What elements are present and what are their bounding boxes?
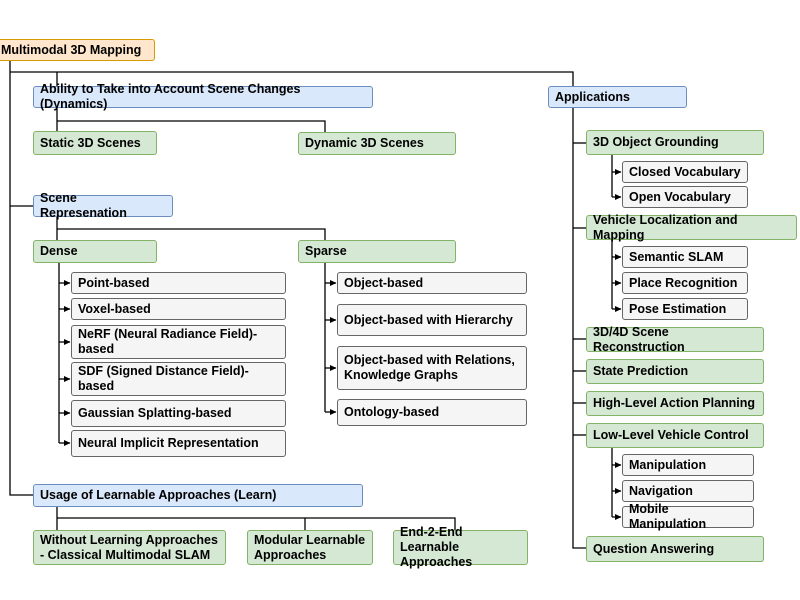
learn-item-modular: Modular Learnable Approaches: [247, 530, 373, 565]
localization-item-pose-estimation: Pose Estimation: [622, 298, 748, 320]
app-vehicle-control-node: Low-Level Vehicle Control: [586, 423, 764, 448]
grounding-item-closed: Closed Vocabulary: [622, 161, 748, 183]
sparse-item-hierarchy: Object-based with Hierarchy: [337, 304, 527, 336]
dense-item-gaussian: Gaussian Splatting-based: [71, 400, 286, 427]
app-qa-node: Question Answering: [586, 536, 764, 562]
control-item-mobile-manipulation: Mobile Manipulation: [622, 502, 754, 531]
sparse-item-ontology: Ontology-based: [337, 399, 527, 426]
connector-line: [9, 61, 33, 496]
learn-item-end2end: End-2-End Learnable Approaches: [393, 525, 528, 569]
control-item-navigation: Navigation: [622, 480, 754, 502]
localization-item-semantic-slam: Semantic SLAM: [622, 246, 748, 268]
learn-node: Usage of Learnable Approaches (Learn): [33, 484, 363, 507]
sparse-item-object: Object-based: [337, 272, 527, 294]
applications-node: Applications: [548, 86, 687, 108]
connector-line: [57, 517, 456, 530]
learn-item-classical: Without Learning Approaches - Classical …: [33, 530, 226, 565]
dense-item-nerf: NeRF (Neural Radiance Field)- based: [71, 325, 286, 359]
connector-line: [57, 228, 326, 240]
app-grounding-node: 3D Object Grounding: [586, 130, 764, 155]
root-node: Multimodal 3D Mapping: [0, 39, 155, 61]
sparse-item-relations: Object-based with Relations, Knowledge G…: [337, 346, 527, 390]
connector-line: [10, 71, 574, 86]
dynamics-node: Ability to Take into Account Scene Chang…: [33, 82, 373, 111]
static-scenes-node: Static 3D Scenes: [33, 131, 157, 155]
app-state-prediction-node: State Prediction: [586, 359, 764, 384]
dense-item-neural-implicit: Neural Implicit Representation: [71, 430, 286, 457]
dense-item-sdf: SDF (Signed Distance Field)- based: [71, 362, 286, 396]
representation-node: Scene Represenation: [33, 191, 173, 220]
sparse-node: Sparse: [298, 240, 456, 263]
app-localization-node: Vehicle Localization and Mapping: [586, 213, 797, 242]
connector-line: [572, 108, 586, 549]
dense-node: Dense: [33, 240, 157, 263]
dense-item-voxel: Voxel-based: [71, 298, 286, 320]
localization-item-place-recognition: Place Recognition: [622, 272, 748, 294]
app-reconstruction-node: 3D/4D Scene Reconstruction: [586, 325, 764, 354]
control-item-manipulation: Manipulation: [622, 454, 754, 476]
grounding-item-open: Open Vocabulary: [622, 186, 748, 208]
app-action-planning-node: High-Level Action Planning: [586, 391, 764, 416]
dense-item-point: Point-based: [71, 272, 286, 294]
connector-line: [57, 120, 326, 132]
dynamic-scenes-node: Dynamic 3D Scenes: [298, 132, 456, 155]
